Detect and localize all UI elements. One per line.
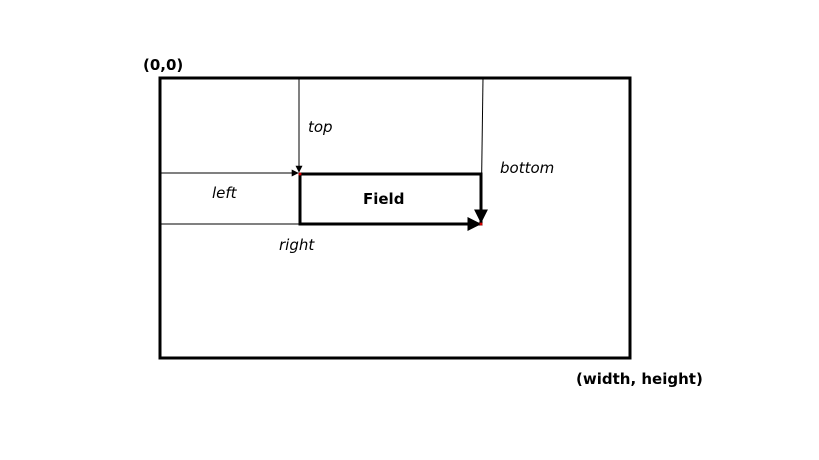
bottom-right-point [479,222,483,226]
extent-label: (width, height) [576,370,703,388]
top-left-point [298,172,302,176]
origin-label: (0,0) [143,56,183,74]
top-label: top [308,118,333,136]
field-label: Field [363,190,404,208]
left-label: left [212,184,238,202]
canvas-rectangle [158,76,632,360]
right-label: right [279,236,315,254]
bottom-label: bottom [500,159,554,177]
